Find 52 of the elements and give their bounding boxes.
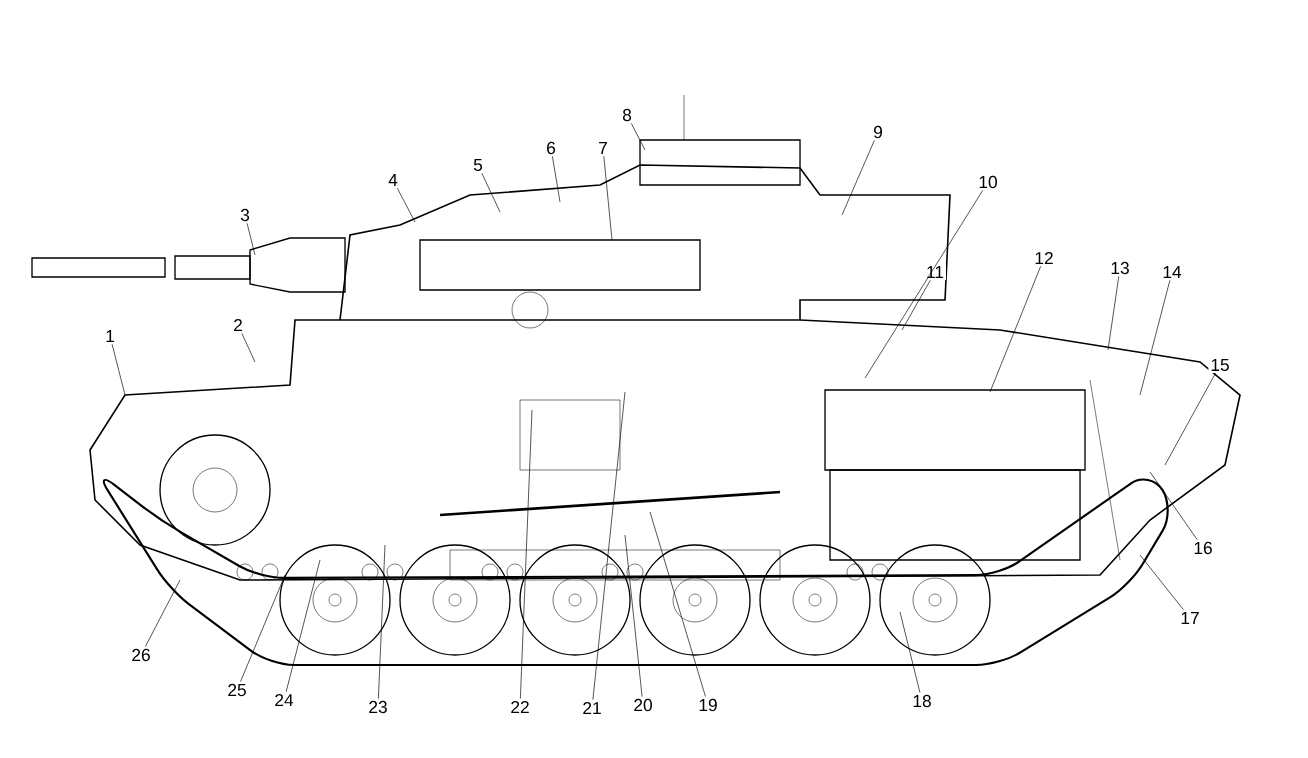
- callout-number: 3: [238, 206, 252, 224]
- leader-line: [378, 544, 386, 699]
- leader-line: [1164, 373, 1216, 466]
- callout-number: 17: [1178, 610, 1202, 626]
- callout-number: 8: [620, 106, 634, 124]
- leader-line: [111, 343, 126, 396]
- callout-number: 22: [508, 698, 532, 716]
- leader-line: [1107, 276, 1120, 351]
- callout-number: 5: [471, 156, 485, 174]
- leader-line: [552, 156, 561, 203]
- callout-number: 15: [1208, 356, 1232, 374]
- leader-line: [899, 611, 921, 693]
- callout-number: 4: [386, 172, 400, 188]
- leader-line: [901, 279, 931, 331]
- callout-number: 7: [596, 140, 610, 156]
- callout-number: 10: [976, 173, 1000, 191]
- leader-line: [397, 187, 416, 223]
- leader-line: [1139, 279, 1171, 396]
- callout-number: 14: [1160, 264, 1184, 280]
- leader-line: [481, 173, 501, 213]
- callout-number: 24: [272, 691, 296, 709]
- callout-number: 1: [103, 328, 117, 344]
- callout-number: 26: [129, 646, 153, 664]
- callout-number: 21: [580, 699, 604, 717]
- leader-line: [592, 391, 626, 701]
- leader-line: [241, 333, 256, 363]
- callout-number: 20: [631, 696, 655, 714]
- leader-line: [246, 223, 256, 256]
- leader-line: [1149, 471, 1198, 540]
- leader-line: [520, 409, 533, 700]
- leader-line: [1139, 554, 1184, 611]
- callout-number: 9: [871, 123, 885, 141]
- callout-number: 12: [1032, 249, 1056, 267]
- callout-number: 2: [231, 316, 245, 334]
- leader-line: [624, 534, 643, 697]
- callout-number: 13: [1108, 259, 1132, 277]
- callout-number: 16: [1191, 539, 1215, 557]
- callout-number: 6: [544, 139, 558, 157]
- leader-line: [649, 511, 706, 697]
- callout-number: 18: [910, 692, 934, 710]
- leader-line: [240, 574, 286, 682]
- callout-number: 11: [924, 264, 946, 280]
- callout-number: 23: [366, 698, 390, 716]
- leader-line: [285, 559, 321, 693]
- leader-line: [631, 123, 646, 151]
- callout-number: 19: [696, 696, 720, 714]
- leader-line: [145, 579, 181, 647]
- leader-line: [989, 266, 1041, 393]
- leader-line: [864, 190, 984, 379]
- leader-line: [603, 155, 613, 241]
- leader-line: [841, 140, 875, 216]
- callout-number: 25: [225, 681, 249, 699]
